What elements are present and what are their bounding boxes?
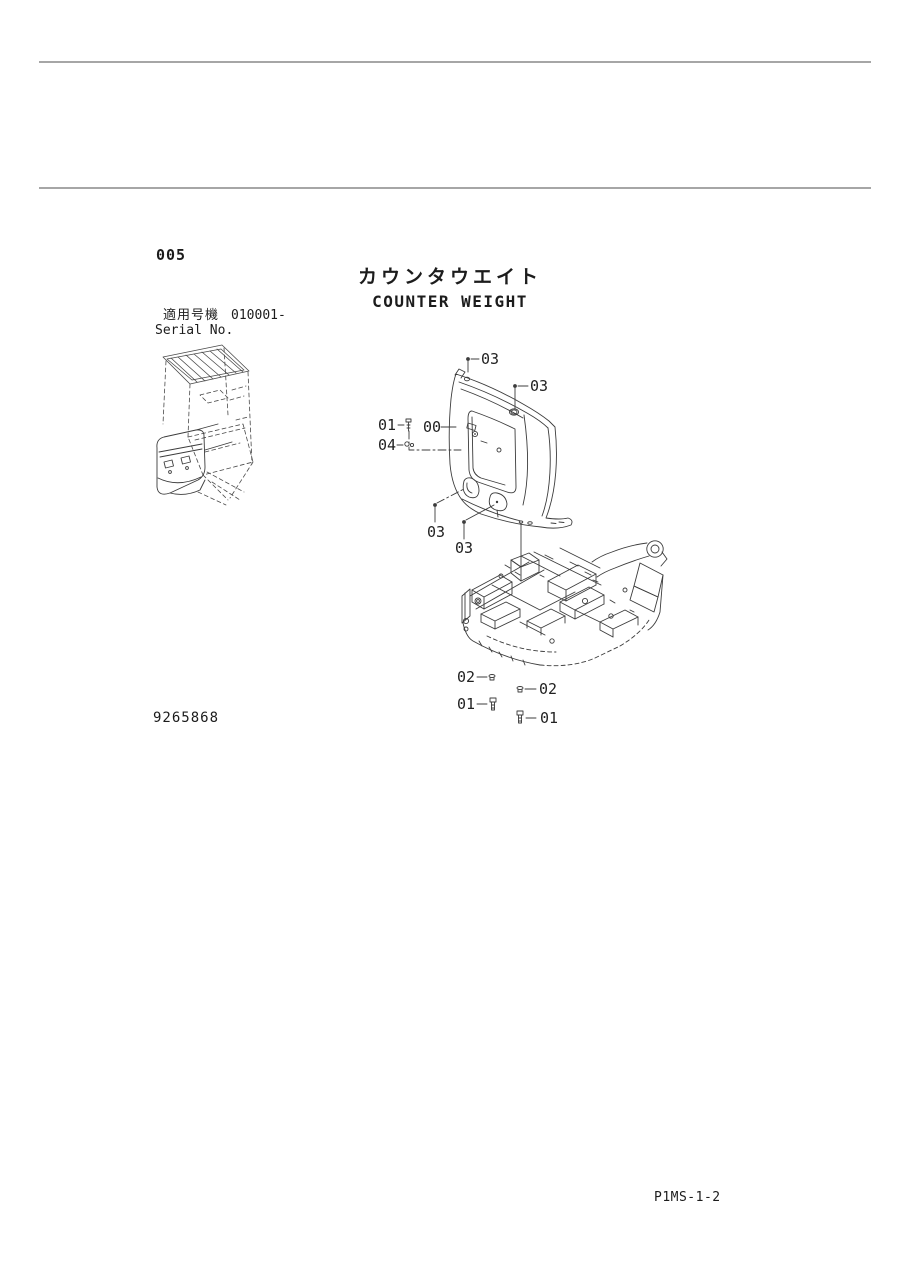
nut-right-icon	[516, 686, 524, 693]
page-title-english: COUNTER WEIGHT	[372, 292, 528, 311]
callout-labels: 03 03 01 00 04 03 03 02 02 01 01	[378, 350, 558, 727]
serial-row-ja: 適用号機 010001-	[155, 308, 286, 323]
callout-01-bottom-right: 01	[540, 709, 558, 727]
nut-left-icon	[488, 674, 496, 681]
part-number: 9265868	[153, 710, 220, 726]
leader-lines	[396, 357, 537, 719]
counterweight-drawing	[448, 368, 573, 529]
callout-04-washer: 04	[378, 436, 396, 454]
callout-02-left: 02	[457, 668, 475, 686]
parts-diagram: 03 03 01 00 04 03 03 02 02 01 01	[378, 350, 668, 727]
serial-label-en: Serial No.	[155, 323, 234, 338]
hardware-icons	[404, 418, 524, 724]
page-number: 005	[156, 246, 187, 264]
side-washer-icon	[404, 441, 415, 448]
machine-body-outline	[162, 344, 254, 506]
callout-01-bottom-left: 01	[457, 695, 475, 713]
serial-label-ja: 適用号機	[163, 308, 220, 323]
machine-thumbnail	[156, 344, 254, 506]
swing-frame-drawing	[461, 540, 668, 667]
callout-03-top-right: 03	[530, 377, 548, 395]
side-bolt-icon	[405, 418, 412, 432]
footer-code: P1MS-1-2	[654, 1190, 721, 1205]
serial-info: 適用号機 010001- Serial No.	[155, 308, 286, 338]
header-rule-top	[39, 61, 871, 63]
callout-01-side: 01	[378, 416, 396, 434]
callout-00-body: 00	[423, 418, 441, 436]
callout-03-top-left: 03	[481, 350, 499, 368]
counterweight-highlight	[156, 423, 233, 495]
header-rule-bottom	[39, 187, 871, 189]
callout-02-right: 02	[539, 680, 557, 698]
bolt-left-icon	[489, 697, 497, 711]
title-block: カウンタウエイト COUNTER WEIGHT	[300, 262, 600, 311]
callout-03-lower-a: 03	[427, 523, 445, 541]
page-title-japanese: カウンタウエイト	[357, 266, 542, 288]
callout-03-lower-b: 03	[455, 539, 473, 557]
bolt-right-icon	[516, 710, 524, 724]
serial-number-value: 010001-	[231, 308, 286, 323]
